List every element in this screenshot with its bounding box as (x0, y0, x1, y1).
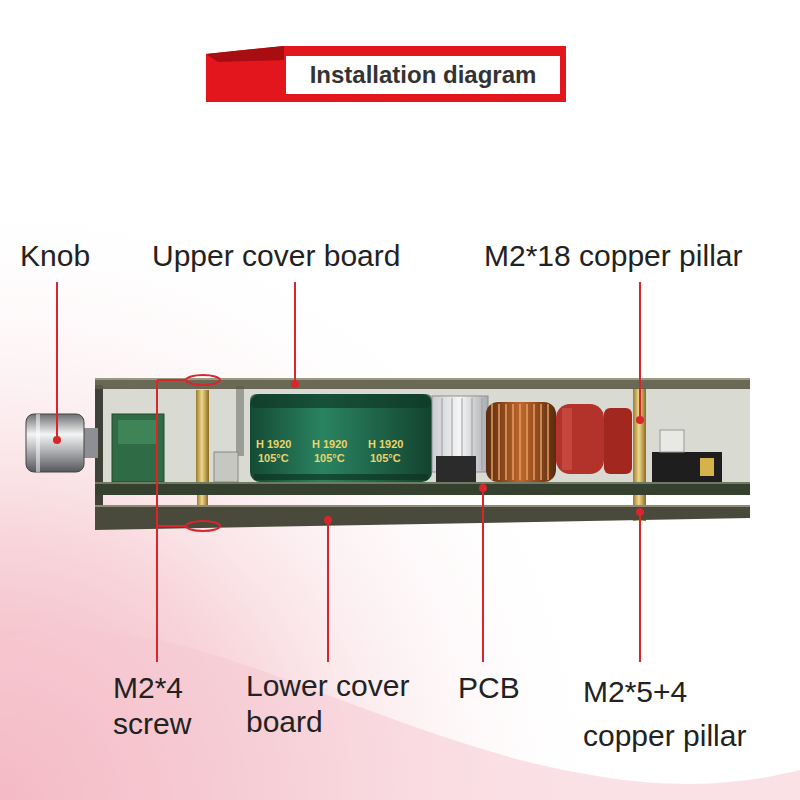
capacitor-marking: H 1920 (368, 438, 403, 451)
capacitor-marking: 105°C (370, 452, 401, 465)
part-label: PCB (458, 670, 520, 706)
part-label: M2*5+4 copper pillar (583, 670, 773, 758)
part-label: M2*4 screw (113, 670, 203, 742)
part-label: Knob (20, 238, 90, 274)
capacitor-marking: 105°C (258, 452, 289, 465)
part-label: M2*18 copper pillar (484, 238, 742, 274)
part-label: Lower cover board (246, 668, 446, 740)
title-banner-text: Installation diagram (286, 59, 560, 91)
capacitor-marking: 105°C (314, 452, 345, 465)
part-label: Upper cover board (152, 238, 400, 274)
capacitor-marking: H 1920 (312, 438, 347, 451)
capacitor-marking: H 1920 (256, 438, 291, 451)
